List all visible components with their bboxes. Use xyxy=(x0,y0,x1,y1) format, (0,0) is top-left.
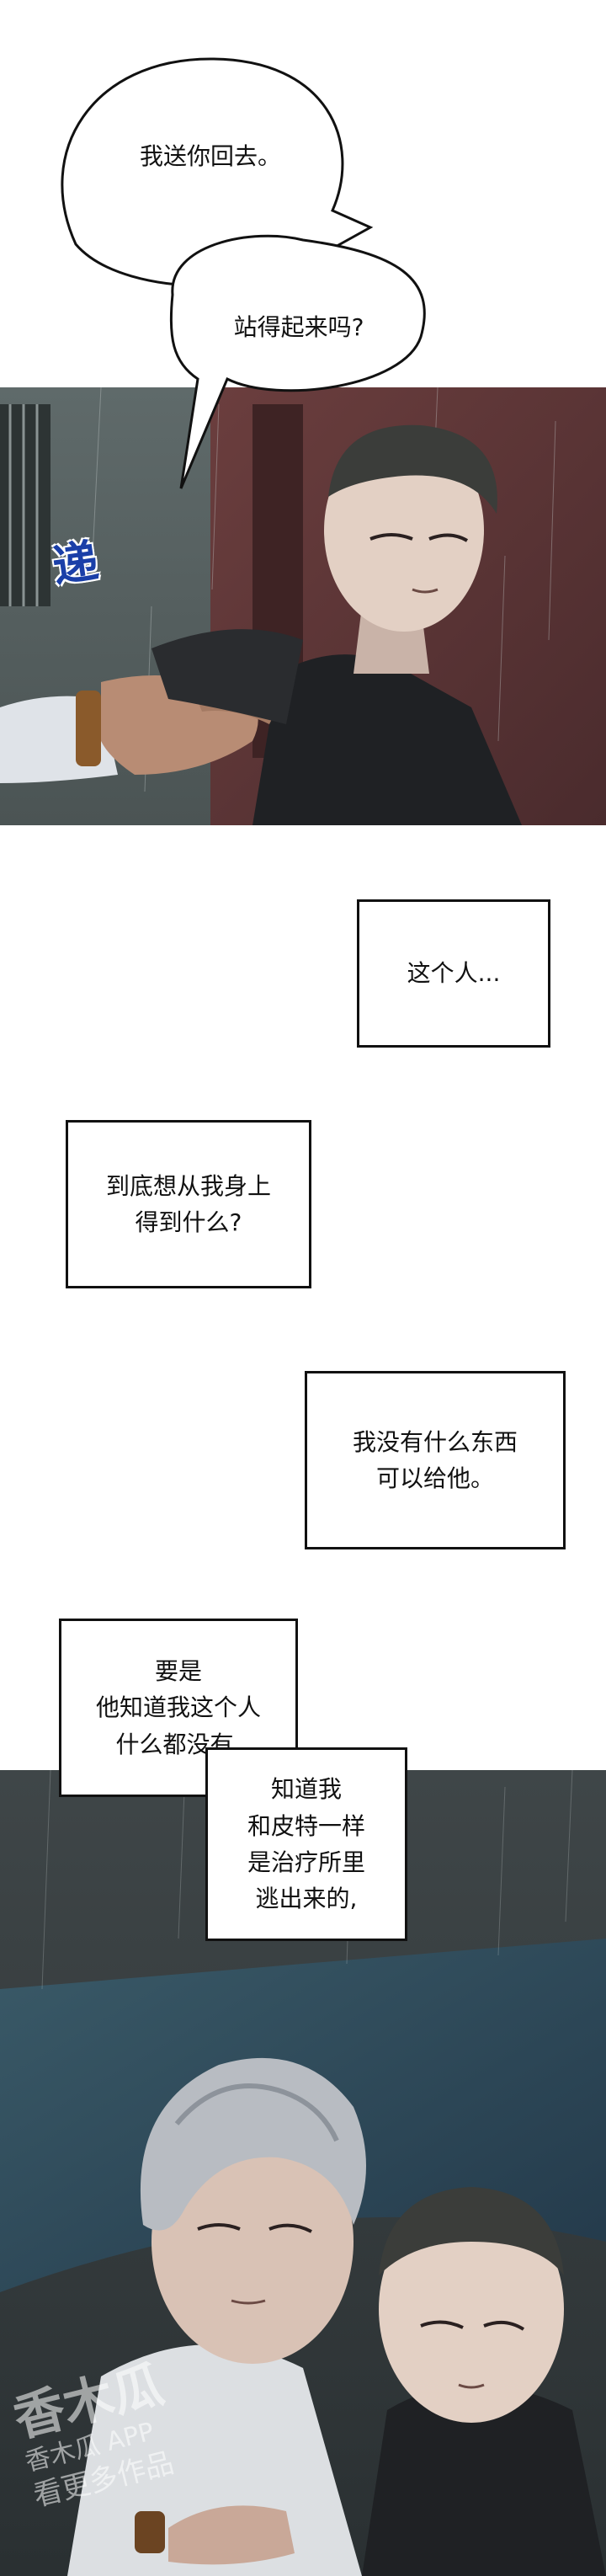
sfx-text: 递 xyxy=(49,534,102,594)
narration-box-2: 到底想从我身上 得到什么? xyxy=(66,1120,311,1288)
narration-box-5: 知道我 和皮特一样 是治疗所里 逃出来的, xyxy=(205,1747,407,1941)
narration-box-3-text: 我没有什么东西 可以给他。 xyxy=(352,1427,518,1492)
speech-bubbles xyxy=(61,57,426,489)
narration-box-2-text: 到底想从我身上 得到什么? xyxy=(105,1171,271,1236)
panel-rain-alley-art xyxy=(0,387,606,825)
speech-bubble-1-text: 我送你回去。 xyxy=(139,142,281,170)
narration-box-3: 我没有什么东西 可以给他。 xyxy=(305,1371,566,1549)
speech-bubble-2-text: 站得起来吗? xyxy=(233,313,364,341)
narration-box-1: 这个人... xyxy=(357,899,550,1048)
narration-box-4-text: 要是 他知道我这个人 什么都没有, xyxy=(95,1656,261,1758)
narration-box-5-text: 知道我 和皮特一样 是治疗所里 逃出来的, xyxy=(247,1775,365,1913)
panel-rain-alley: 递 xyxy=(0,387,606,825)
narration-box-1-text: 这个人... xyxy=(407,959,501,988)
